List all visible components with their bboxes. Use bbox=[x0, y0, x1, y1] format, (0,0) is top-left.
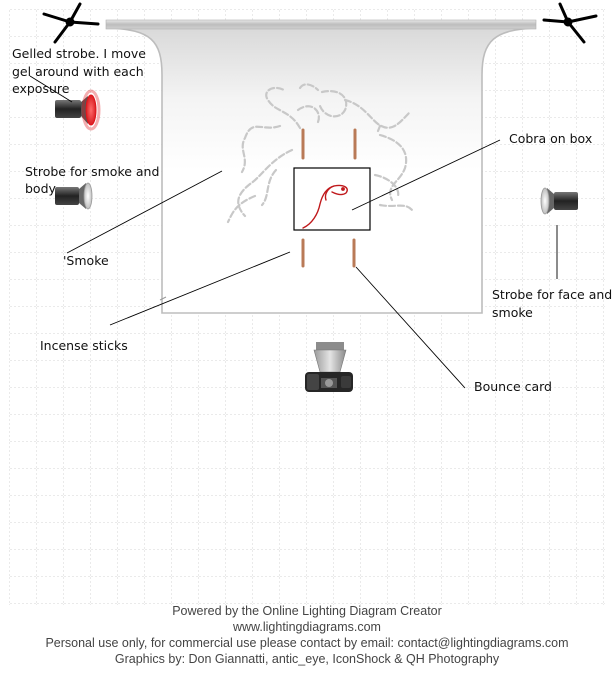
label-face-strobe-line2: smoke bbox=[492, 305, 533, 320]
label-smoke-body-line2: body bbox=[25, 181, 56, 196]
footer-license: Personal use only, for commercial use pl… bbox=[45, 636, 569, 650]
label-gelled-strobe-line3: exposure bbox=[12, 81, 70, 96]
leader-smoke bbox=[66, 170, 223, 254]
leader-incense bbox=[109, 251, 291, 326]
strobe-face-smoke bbox=[540, 187, 578, 215]
cobra-icon bbox=[302, 184, 348, 229]
label-smoke-body-line1: Strobe for smoke and bbox=[25, 164, 160, 179]
footer-site-link[interactable]: www.lightingdiagrams.com bbox=[233, 620, 381, 634]
label-incense-sticks: Incense sticks bbox=[40, 338, 128, 353]
label-cobra: Cobra on box bbox=[509, 131, 593, 146]
camera-icon bbox=[305, 342, 353, 392]
label-gelled-strobe-line1: Gelled strobe. I move bbox=[12, 46, 146, 61]
red-gel bbox=[85, 94, 97, 126]
background-stand-right bbox=[542, 2, 598, 44]
leader-cobra bbox=[351, 139, 501, 211]
label-smoke: 'Smoke bbox=[63, 253, 109, 268]
footer-title: Powered by the Online Lighting Diagram C… bbox=[172, 604, 442, 618]
leader-bounce bbox=[355, 266, 466, 389]
incense-sticks bbox=[301, 128, 357, 268]
label-bounce-card: Bounce card bbox=[474, 379, 552, 394]
background-stand-left bbox=[42, 2, 100, 44]
background-roll bbox=[105, 19, 537, 30]
footer-credits: Graphics by: Don Giannatti, antic_eye, I… bbox=[114, 652, 500, 666]
label-face-strobe-line1: Strobe for face and bbox=[492, 287, 613, 302]
smoke-wisps bbox=[226, 83, 414, 224]
label-gelled-strobe-line2: gel around with each bbox=[12, 64, 144, 79]
background-paper bbox=[105, 19, 537, 314]
callout-lines bbox=[29, 75, 558, 389]
strobe-smoke-body bbox=[55, 182, 93, 210]
leader-gelled bbox=[29, 75, 73, 103]
cobra-box bbox=[293, 167, 371, 231]
gelled-strobe bbox=[55, 89, 101, 131]
